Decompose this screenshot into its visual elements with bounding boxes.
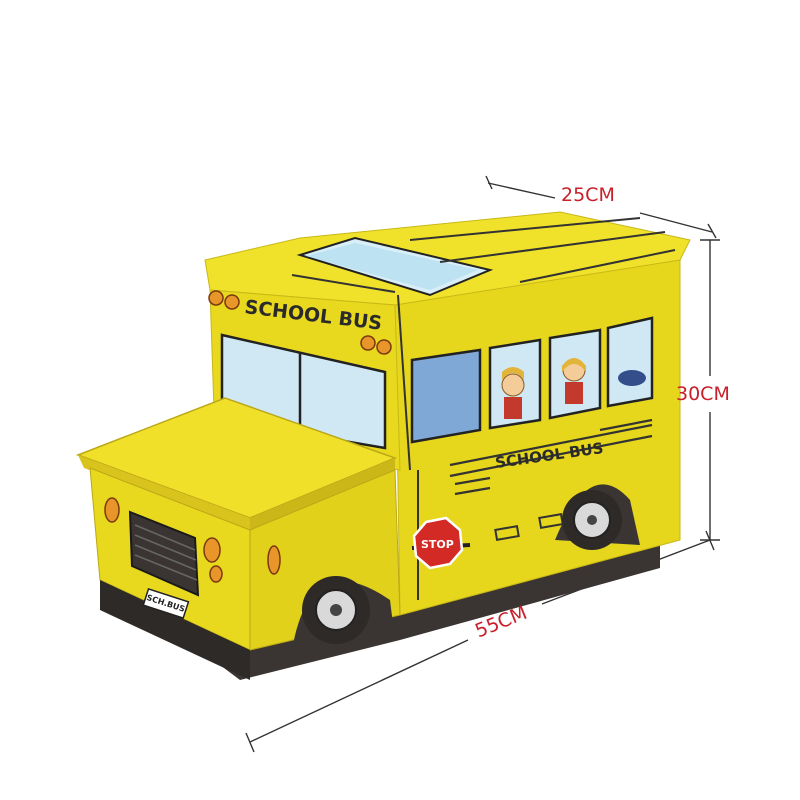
stop-sign: STOP [411, 516, 471, 570]
grille [128, 510, 200, 597]
height-dimension-label: 30CM [676, 383, 730, 405]
children-illustration [501, 358, 646, 419]
dimension-lines [245, 175, 720, 753]
bumper [100, 580, 250, 680]
front-wheel [292, 576, 395, 650]
stop-sign-text: STOP [421, 538, 454, 551]
roof-lights [208, 290, 392, 355]
license-plate: SCH.BUS [142, 587, 190, 619]
rear-wheel [555, 484, 640, 550]
headlights [104, 497, 281, 583]
width-dimension-label: 25CM [561, 184, 615, 206]
